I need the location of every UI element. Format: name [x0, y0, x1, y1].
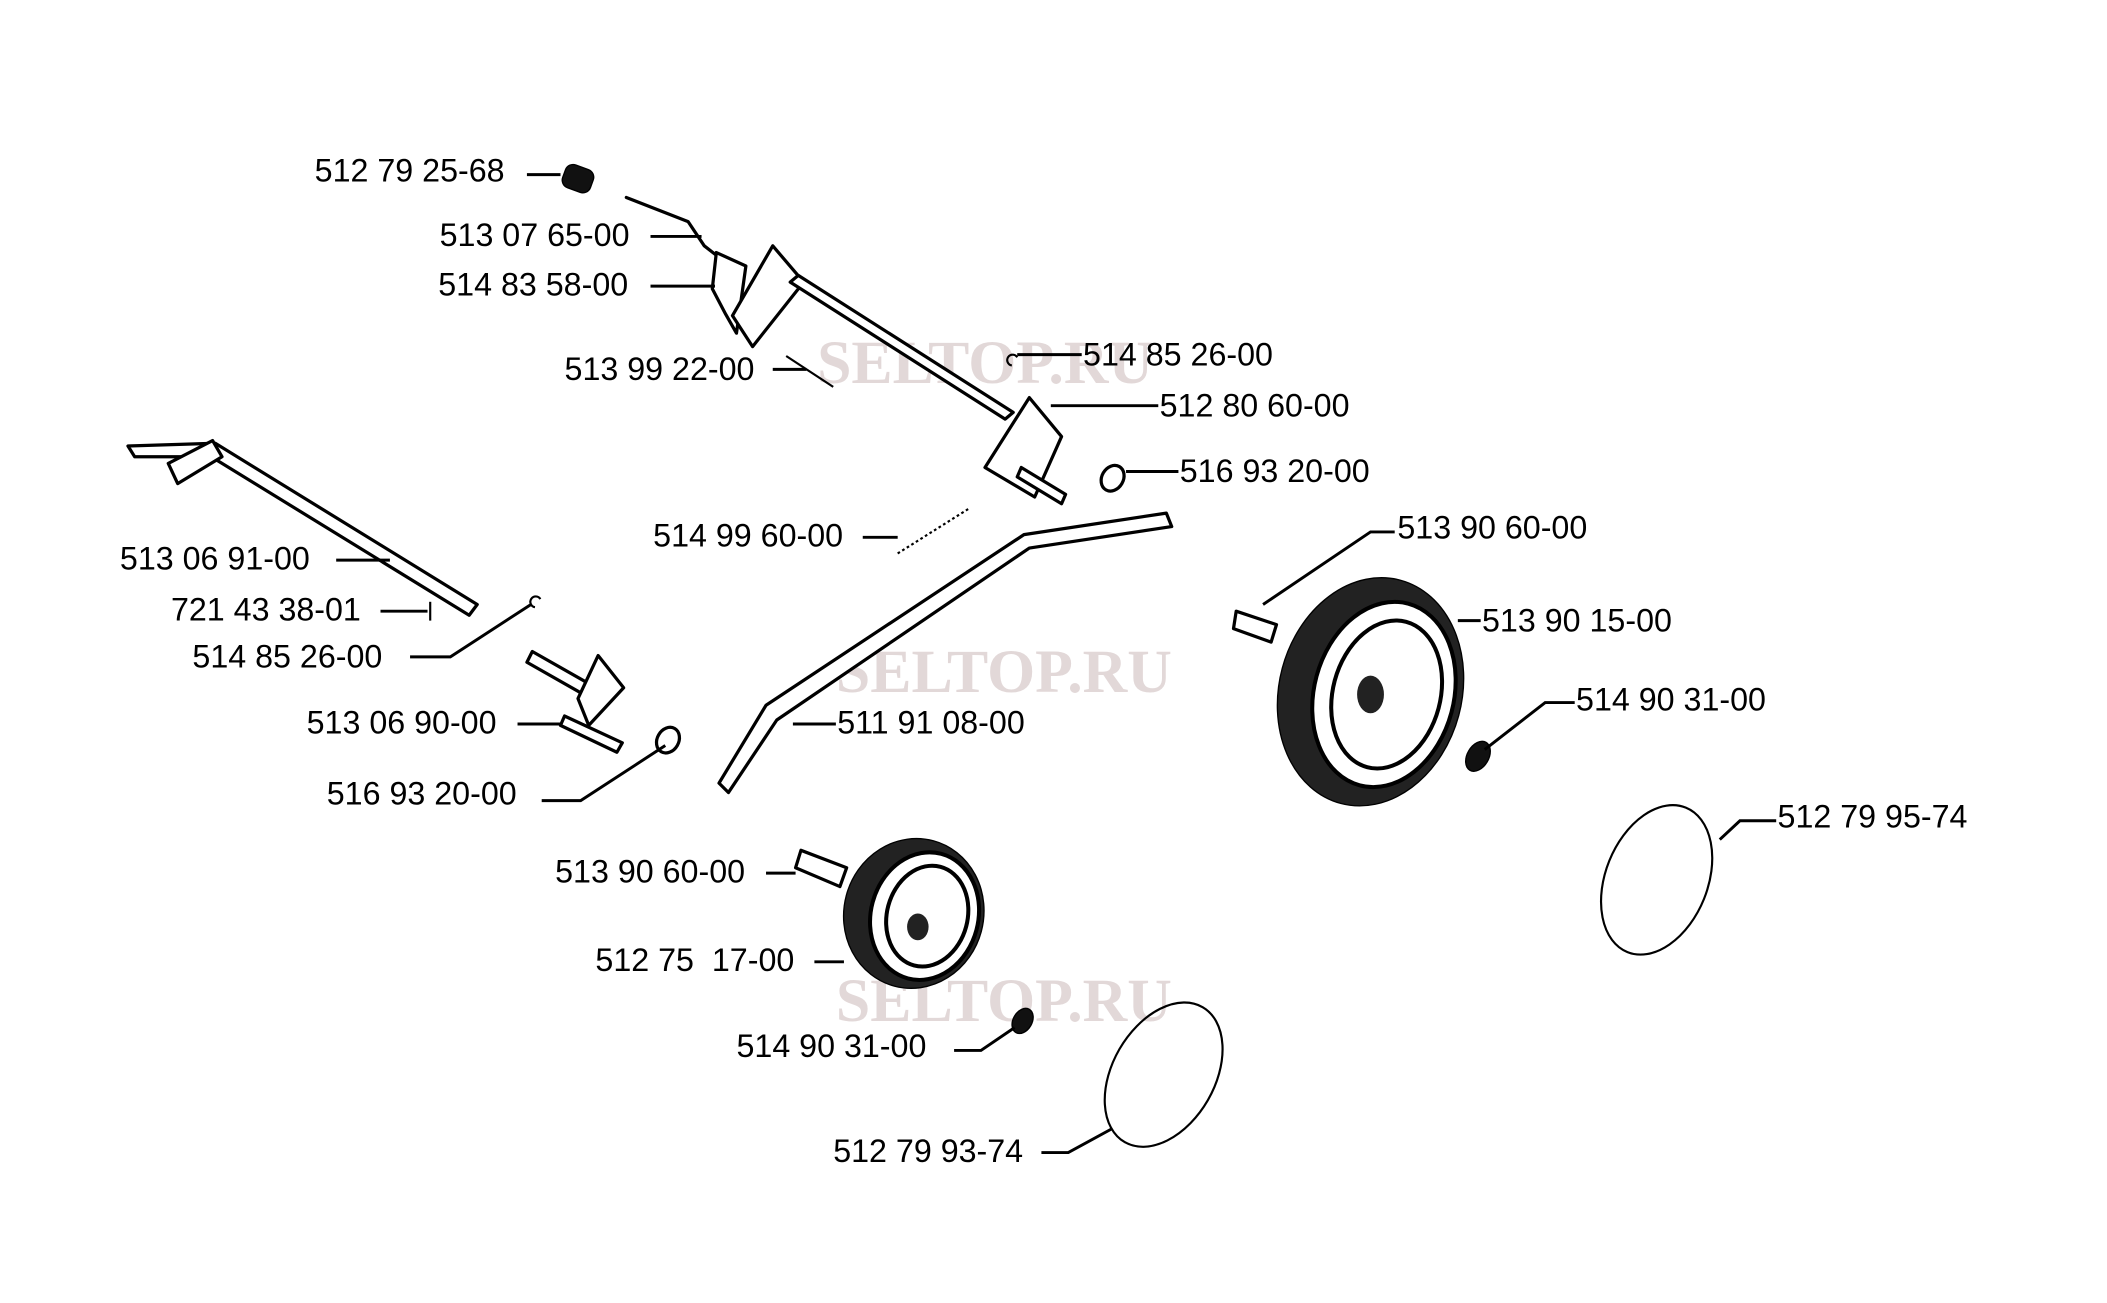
label-514-90-31-00-lower: 514 90 31-00	[736, 1028, 926, 1064]
label-513-06-91-00: 513 06 91-00	[120, 541, 310, 577]
upper-axle	[788, 273, 1015, 421]
label-513-07-65-00: 513 07 65-00	[440, 217, 630, 253]
label-516-93-20-00-top: 516 93 20-00	[1180, 453, 1370, 489]
label-513-90-15-00: 513 90 15-00	[1482, 602, 1672, 638]
bolt-lower	[793, 848, 849, 889]
nut-right	[1464, 740, 1491, 772]
washer-top	[1099, 463, 1126, 493]
large-wheel	[1231, 577, 1714, 956]
height-adjust-lever-assembly	[561, 163, 1126, 506]
part-labels: 512 79 25-68 513 07 65-00 514 83 58-00 5…	[120, 152, 1968, 1169]
label-514-85-26-00-left: 514 85 26-00	[192, 639, 382, 675]
label-514-83-58-00: 514 83 58-00	[438, 267, 628, 303]
spring	[897, 506, 971, 555]
lever-bracket	[730, 244, 806, 349]
label-513-06-90-00: 513 06 90-00	[307, 704, 497, 740]
label-512-79-25-68: 512 79 25-68	[315, 152, 505, 188]
label-721-43-38-01: 721 43 38-01	[171, 592, 361, 628]
label-514-85-26-00-top: 514 85 26-00	[1083, 336, 1273, 372]
nut-lower	[1011, 1007, 1034, 1035]
watermark: SELTOP.RU	[817, 329, 1153, 397]
small-wheel	[793, 837, 1224, 1148]
label-512-79-93-74: 512 79 93-74	[833, 1133, 1023, 1169]
lever-rod	[624, 195, 718, 257]
label-513-99-22-00: 513 99 22-00	[565, 351, 755, 387]
clip-left	[529, 595, 542, 609]
label-512-79-95-74: 512 79 95-74	[1778, 798, 1968, 834]
label-512-75-17-00: 512 75 17-00	[595, 942, 794, 978]
label-514-99-60-00: 514 99 60-00	[653, 518, 843, 554]
leader-lines	[336, 173, 1777, 1155]
axle-bracket	[983, 396, 1064, 499]
watermark: SELTOP.RU	[836, 638, 1172, 706]
link-rod	[717, 511, 1174, 795]
label-513-90-60-00-right: 513 90 60-00	[1397, 510, 1587, 546]
lever-cap	[561, 163, 595, 194]
label-512-80-60-00: 512 80 60-00	[1160, 387, 1350, 423]
label-511-91-08-00: 511 91 08-00	[837, 704, 1025, 740]
bracket-left	[576, 653, 626, 727]
label-513-90-60-00-lower: 513 90 60-00	[555, 854, 745, 890]
label-514-90-31-00-right: 514 90 31-00	[1576, 682, 1766, 718]
hubcap-small	[1103, 1001, 1224, 1148]
label-516-93-20-00-left: 516 93 20-00	[327, 776, 517, 812]
hubcap-large	[1599, 804, 1714, 956]
rear-axle-assembly	[126, 438, 682, 755]
bolt-right	[1231, 609, 1279, 644]
